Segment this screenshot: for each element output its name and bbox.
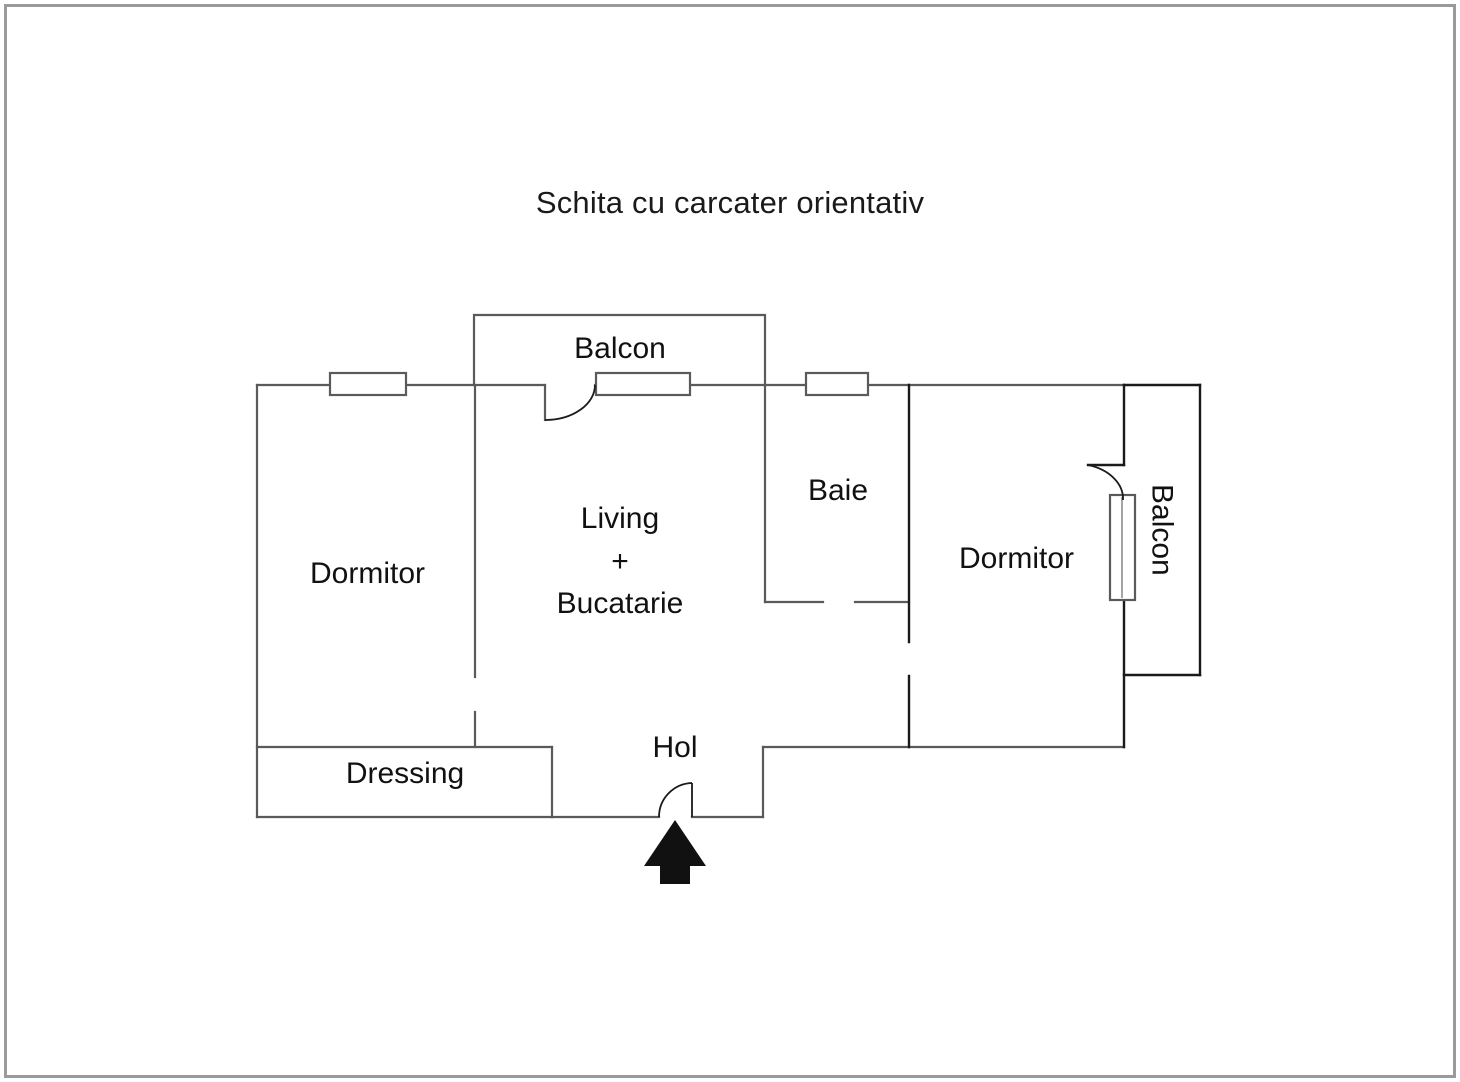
wall-outline [255,313,1126,819]
page-border [4,4,1456,1078]
window-dormitor-left-icon [328,371,408,397]
entrance-direction-arrow [644,820,706,884]
wall-balcon-top [472,313,767,387]
door-living-balcon-arc [544,384,596,421]
page-title: Schita cu carcater orientativ [535,185,925,220]
window-balcon-top-icon [594,371,692,397]
window-baie-icon [804,371,870,397]
wall-outline-dark [907,383,1202,749]
windows-group [328,371,1137,602]
door-dormitor-balcon-arc [1087,464,1124,501]
door-swings-group [544,384,1124,818]
door-entrance-hol-arc [658,782,693,818]
